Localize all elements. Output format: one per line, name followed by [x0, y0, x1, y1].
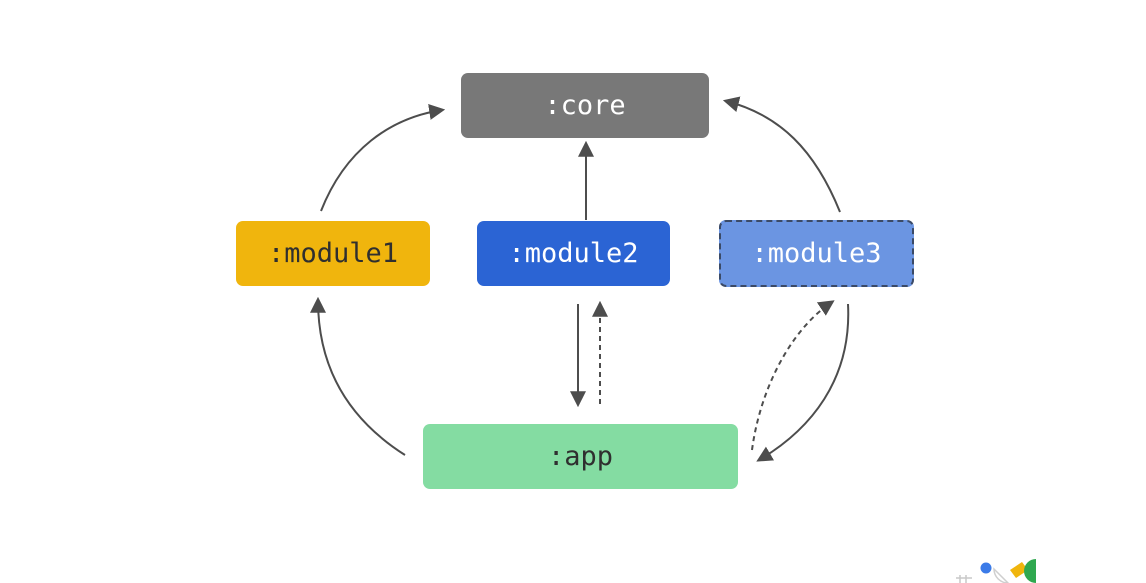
brand-shapes-icon [956, 559, 1036, 583]
app-node-label: :app [547, 441, 614, 472]
edge-app-to-module1 [310, 296, 406, 456]
core-node-label: :core [544, 90, 626, 121]
module3-node-label: :module3 [751, 238, 882, 269]
core-node: :core [461, 73, 709, 138]
edge-module3-to-core [722, 96, 841, 213]
module1-node-label: :module1 [267, 238, 399, 269]
app-node: :app [423, 424, 738, 489]
module1-node: :module1 [236, 221, 430, 286]
edge-module1-to-core [320, 104, 446, 212]
edge-app-to-module3 [751, 300, 835, 451]
edge-module3-to-app [756, 303, 850, 462]
module2-node: :module2 [477, 221, 670, 286]
module2-node-label: :module2 [508, 238, 639, 269]
module3-node: :module3 [719, 220, 914, 287]
